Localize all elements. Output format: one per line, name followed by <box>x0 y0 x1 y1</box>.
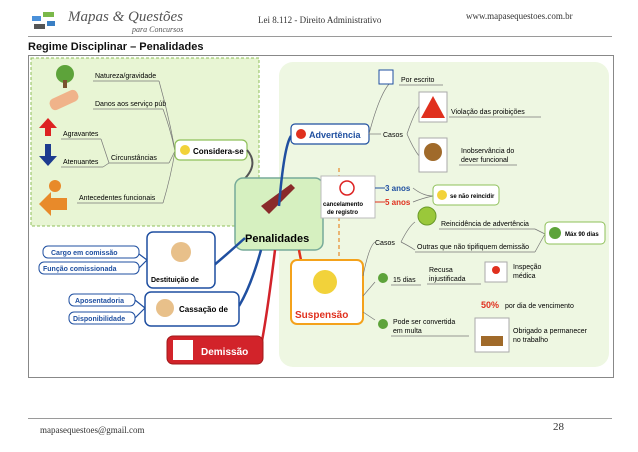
recusa-label-2: injustificada <box>429 276 466 283</box>
cancelamento-label-1: cancelamento <box>323 202 363 208</box>
danos-item: Danos aos serviço púb <box>49 89 166 111</box>
footer-email: mapasequestoes@gmail.com <box>40 425 145 435</box>
agravantes-item: Agravantes <box>39 118 101 140</box>
aposentadoria-label: Aposentadoria <box>75 298 124 305</box>
convertida-label-2: em multa <box>393 328 422 335</box>
obrigado-label-1: Obrigado a permanecer <box>513 328 588 335</box>
boss-icon <box>171 242 191 262</box>
footer-rule <box>28 418 612 419</box>
disponibilidade-label: Disponibilidade <box>73 316 125 323</box>
pct-rest-label: por dia de vencimento <box>505 303 574 310</box>
mind-map: Natureza/gravidade Danos aos serviço púb… <box>28 55 614 378</box>
calendar-icon <box>378 273 388 283</box>
monkey-icon <box>424 143 442 161</box>
disponibilidade-node <box>68 311 136 325</box>
funcao-label: Função comissionada <box>43 266 117 273</box>
desk-icon <box>474 317 510 353</box>
header-rule <box>28 36 612 37</box>
obrigado-label-2: no trabalho <box>513 337 548 344</box>
logo-subtitle: para Concursos <box>132 25 184 34</box>
se-nao-reincidir-node <box>432 184 500 206</box>
suspensao-node: Suspensão <box>290 259 364 325</box>
atenuantes-label: Atenuantes <box>63 159 99 166</box>
header-website: www.mapasequestoes.com.br <box>466 11 573 21</box>
reincidir-bulb-icon <box>437 190 447 200</box>
outras-label: Outras que não tipifiquem demissão <box>417 244 529 251</box>
suspensao-casos-label: Casos <box>375 240 395 247</box>
pct-label: 50% <box>481 300 499 310</box>
spiral-icon <box>417 206 437 226</box>
max-90-node <box>544 221 606 245</box>
por-escrito-label: Por escrito <box>401 77 435 84</box>
violacao-label: Violação das proibições <box>451 109 525 116</box>
clock-icon <box>549 227 561 239</box>
dollar-icon <box>378 319 388 329</box>
considera-label: Considera-se <box>193 147 244 156</box>
reincidencia-label: Reincidência de advertência <box>441 221 529 228</box>
mind-map-canvas: Natureza/gravidade Danos aos serviço púb… <box>30 57 609 367</box>
considera-node: Considera-se <box>174 139 248 161</box>
central-node: Penalidades <box>234 177 324 251</box>
max-90-label: Máx 90 dias <box>565 232 599 238</box>
cargo-label: Cargo em comissão <box>51 250 118 257</box>
arrow-up-icon <box>39 118 57 136</box>
suspensao-label: Suspensão <box>295 310 348 321</box>
destituicao-label: Destituição de <box>151 277 199 284</box>
cancelamento-node: cancelamento de registro <box>320 175 376 219</box>
bandage-icon <box>49 89 79 111</box>
recusa-label-1: Recusa <box>429 267 453 274</box>
antecedentes-label: Antecedentes funcionais <box>79 195 156 202</box>
inspecao-label-1: Inspeção <box>513 264 542 271</box>
demissao-node: Demissão <box>166 335 264 365</box>
cargo-node <box>42 245 140 259</box>
danos-label: Danos aos serviço púb <box>95 101 166 108</box>
inspecao-label-2: médica <box>513 273 536 280</box>
inobservancia-label-2: dever funcional <box>461 157 509 164</box>
retiree-icon <box>156 299 174 317</box>
tree-icon <box>56 65 74 83</box>
door-icon <box>173 340 193 360</box>
advertencia-node: Advertência <box>290 123 370 145</box>
alert-icon <box>296 129 306 139</box>
circunstancias-label: Circunstâncias <box>111 155 157 162</box>
logo-title: Mapas & Questões <box>68 9 183 25</box>
atenuantes-item: Atenuantes Circunstâncias <box>39 138 169 168</box>
convertida-label-1: Pode ser convertida <box>393 319 455 326</box>
destituicao-node: Destituição de <box>146 231 216 289</box>
advertencia-casos-label: Casos <box>383 132 403 139</box>
anos-5-label: 5 anos <box>385 198 411 207</box>
natureza-item: Natureza/gravidade <box>56 65 159 88</box>
central-label: Penalidades <box>245 233 309 245</box>
section-title: Regime Disciplinar – Penalidades <box>28 41 204 53</box>
cancelamento-label-2: de registro <box>327 210 358 216</box>
person-icon <box>49 180 61 192</box>
aposentadoria-node <box>68 293 136 307</box>
antecedentes-item: Antecedentes funcionais <box>39 180 163 216</box>
natureza-label: Natureza/gravidade <box>95 73 156 80</box>
advertencia-label: Advertência <box>309 130 362 140</box>
bulb-icon <box>180 145 190 155</box>
dias-15-label: 15 dias <box>393 277 416 284</box>
logo-icon <box>32 10 56 32</box>
se-nao-reincidir-label: se não reincidir <box>450 194 495 200</box>
header-center-text: Lei 8.112 - Direito Administrativo <box>258 15 382 25</box>
feather-icon <box>261 184 295 214</box>
anos-3-label: 3 anos <box>385 184 411 193</box>
cancel-icon <box>339 180 355 196</box>
warning-icon <box>421 96 445 118</box>
funcao-node <box>38 261 140 275</box>
inobservancia-label-1: Inobservância do <box>461 148 514 155</box>
worker-icon <box>313 270 337 294</box>
demissao-label: Demissão <box>201 347 248 358</box>
page-number: 28 <box>553 421 564 433</box>
cassacao-label: Cassação de <box>179 305 228 314</box>
document-icon <box>378 69 394 85</box>
arrow-down-icon <box>39 144 57 166</box>
agravantes-label: Agravantes <box>63 131 99 138</box>
cassacao-node: Cassação de <box>144 291 240 327</box>
